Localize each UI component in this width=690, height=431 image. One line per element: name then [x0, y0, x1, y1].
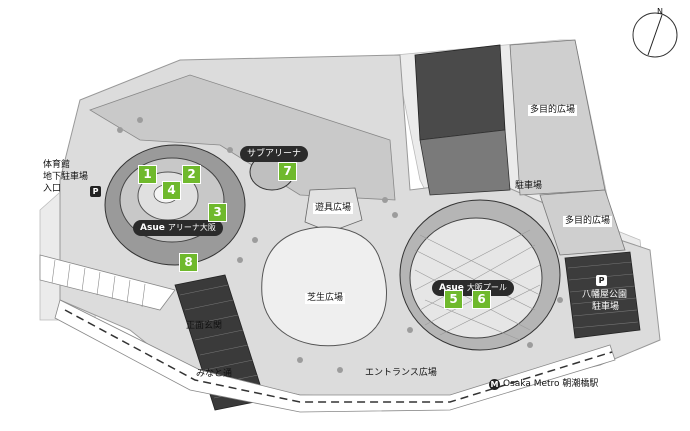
- trees: [117, 117, 563, 373]
- yahata-parking-icon: P: [596, 275, 607, 286]
- parking-icon: P: [90, 186, 101, 197]
- gym-label: 体育館: [43, 160, 71, 170]
- marker-5[interactable]: 5: [444, 290, 463, 309]
- underground-parking-label: 地下駐車場: [43, 172, 89, 182]
- minato-street: [54, 299, 616, 413]
- arena-name: アリーナ大阪: [167, 223, 216, 232]
- marker-1[interactable]: 1: [138, 165, 157, 184]
- playground-label: 遊具広場: [313, 203, 354, 214]
- west-parking: [39, 254, 176, 311]
- entrance-plaza-label: エントランス広場: [365, 368, 437, 378]
- entrance-label: 入口: [43, 184, 62, 194]
- marker-2[interactable]: 2: [182, 165, 201, 184]
- station-label: Osaka Metro 朝潮橋駅: [503, 379, 599, 389]
- compass: [632, 12, 678, 58]
- marker-4[interactable]: 4: [162, 181, 181, 200]
- multi-plaza-1-area: [509, 39, 606, 196]
- multi-plaza-2-label: 多目的広場: [563, 216, 613, 227]
- pool-roof: [409, 217, 543, 339]
- lawn-area: [261, 226, 387, 347]
- building-dark-1: [414, 44, 506, 141]
- lawn-label: 芝生広場: [305, 293, 346, 304]
- marker-7[interactable]: 7: [278, 162, 297, 181]
- metro-icon: M: [489, 379, 500, 390]
- pool-name: 大阪プール: [466, 283, 507, 292]
- arena-brand: Asue: [140, 223, 165, 233]
- sub-arena-label: サブアリーナ: [240, 146, 309, 162]
- marker-6[interactable]: 6: [472, 290, 491, 309]
- compass-north-label: N: [657, 7, 663, 16]
- pool-brand: Asue: [439, 283, 464, 293]
- building-dark-2: [419, 129, 511, 196]
- metro-line: [64, 309, 613, 403]
- small-parking-label: 駐車場: [515, 181, 543, 191]
- west-parking-stripes: [51, 259, 146, 308]
- yahata-parking-lot: [564, 251, 641, 339]
- marker-8[interactable]: 8: [179, 253, 198, 272]
- front-entrance-label: 正面玄関: [186, 321, 223, 331]
- multi-plaza-1-label: 多目的広場: [528, 105, 578, 116]
- minato-street-label: みなと通: [196, 369, 233, 379]
- yahata-park-label: 八幡屋公園: [582, 290, 628, 300]
- marker-3[interactable]: 3: [208, 203, 227, 222]
- yahata-parking-label: 駐車場: [592, 302, 620, 312]
